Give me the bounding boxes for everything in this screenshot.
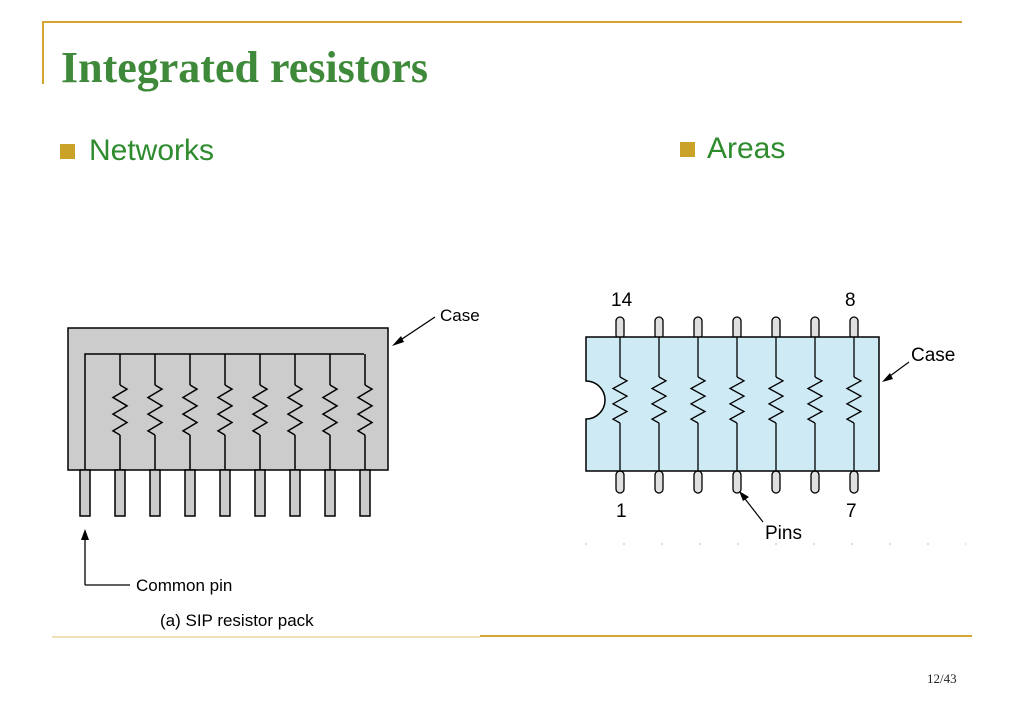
dip-pin-label-7: 7 [846, 501, 857, 522]
dip-pin [810, 470, 820, 494]
dip-resistor [650, 376, 668, 424]
dip-pins-arrowhead [739, 491, 749, 501]
frame-left-rule [42, 21, 44, 84]
dip-pin [615, 316, 625, 340]
sip-pin [79, 469, 91, 517]
dip-resistor [806, 376, 824, 424]
dip-resistor [689, 376, 707, 424]
frame-top-rule [42, 21, 962, 23]
dip-case-arrowhead [882, 373, 893, 382]
sip-resistor [356, 384, 374, 436]
sip-resistor [216, 384, 234, 436]
sip-pin [219, 469, 231, 517]
dip-pin [771, 470, 781, 494]
dip-pin [849, 470, 859, 494]
dip-case [585, 336, 880, 472]
sip-case-label: Case [440, 306, 480, 325]
dip-case-label: Case [911, 345, 955, 366]
dip-resistor [611, 376, 629, 424]
sip-common-pin-arrowhead [81, 529, 89, 540]
dip-pin-label-8: 8 [845, 290, 856, 311]
sip-resistor [111, 384, 129, 436]
bullet-areas: Areas [680, 132, 785, 166]
sip-caption: (a) SIP resistor pack [160, 611, 314, 630]
sip-pin [184, 469, 196, 517]
dip-pin [732, 316, 742, 340]
sip-case-arrowhead [392, 336, 404, 346]
sip-pin [359, 469, 371, 517]
dip-pin [693, 316, 703, 340]
dip-pin-label-1: 1 [616, 501, 627, 522]
dip-pin [771, 316, 781, 340]
slide-title: Integrated resistors [61, 43, 428, 92]
sip-common-bus [84, 353, 364, 470]
sip-resistor [251, 384, 269, 436]
sip-resistor [286, 384, 304, 436]
sip-resistor [321, 384, 339, 436]
bullet-square-icon [680, 141, 695, 157]
bullet-networks: Networks [60, 134, 214, 168]
sip-resistor [146, 384, 164, 436]
dip-pin [693, 470, 703, 494]
frame-bottom-rule [480, 635, 972, 637]
sip-common-pin-label: Common pin [136, 576, 232, 595]
dip-pins-arrow [741, 494, 764, 523]
sip-pin [289, 469, 301, 517]
dip-pin [849, 316, 859, 340]
sip-pin [114, 469, 126, 517]
dip-pin [810, 316, 820, 340]
dip-resistor-network-diagram: 14 8 1 7 Case Pins [585, 290, 966, 545]
dip-resistor [845, 376, 863, 424]
bullet-label: Areas [707, 132, 786, 165]
dip-resistor [767, 376, 785, 424]
sip-case [67, 327, 389, 471]
sip-pin [254, 469, 266, 517]
dip-pin [615, 470, 625, 494]
dip-pin [654, 470, 664, 494]
bullet-square-icon [60, 143, 75, 159]
frame-bottom-rule-faint [52, 636, 480, 638]
dip-pin-label-14: 14 [611, 290, 633, 311]
sip-pin [149, 469, 161, 517]
sip-resistor [181, 384, 199, 436]
sip-resistor-pack-diagram: Case Common pin (a) SIP resistor pack [67, 306, 480, 630]
sip-pin [324, 469, 336, 517]
bullet-label: Networks [89, 134, 215, 167]
sip-case-arrow [395, 316, 436, 344]
dip-pin [654, 316, 664, 340]
page-number: 12/43 [927, 671, 957, 686]
dip-resistor [728, 376, 746, 424]
dip-pin [732, 470, 742, 494]
dip-pins-label: Pins [765, 523, 802, 544]
